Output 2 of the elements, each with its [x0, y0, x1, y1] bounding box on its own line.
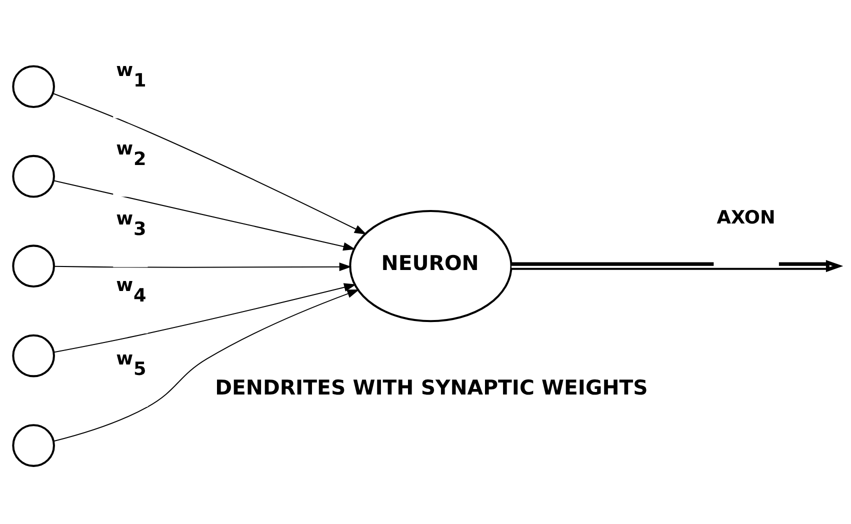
edge-label: AXON [716, 207, 775, 228]
label: DENDRITES WITH SYNAPTIC WEIGHTS [214, 375, 648, 400]
